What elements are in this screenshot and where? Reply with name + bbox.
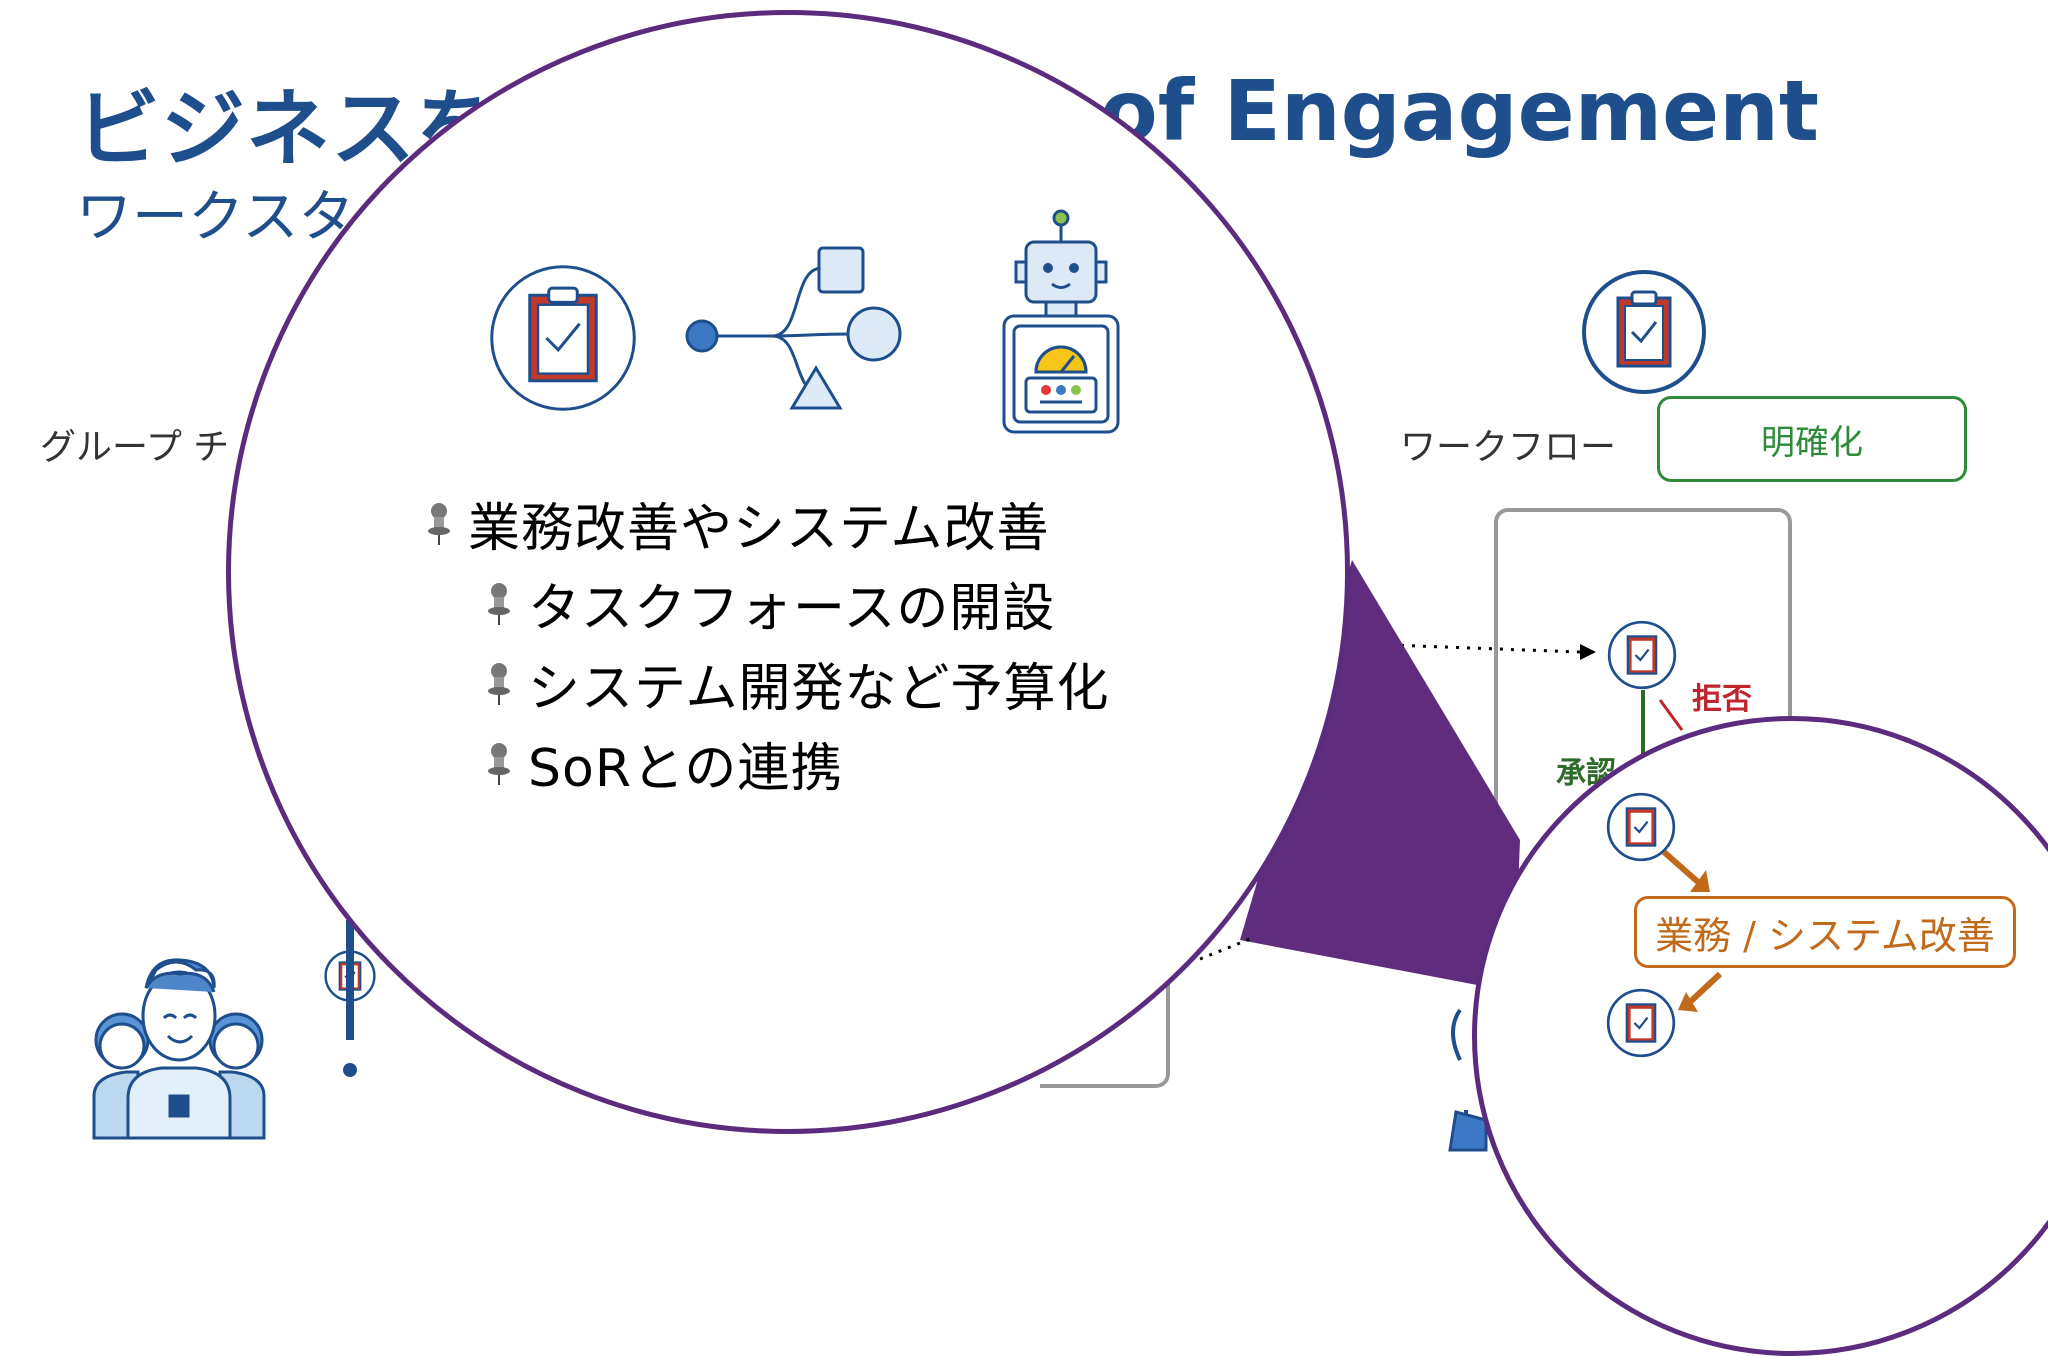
improve-badge: 業務 / システム改善 xyxy=(1634,896,2016,968)
zoom-lens-main xyxy=(226,10,1350,1134)
workflow-label: ワークフロー xyxy=(1400,427,1617,468)
pushpin-icon xyxy=(488,582,510,625)
workflow-branch-icon xyxy=(685,246,902,410)
bullet-text: 業務改善やシステム改善 xyxy=(468,499,1050,559)
reject-label: 拒否 xyxy=(1692,682,1752,717)
clipboard-check-icon xyxy=(1582,270,1706,394)
slide-title-right: of Engagement xyxy=(1100,62,1820,160)
pushpin-icon xyxy=(428,502,450,545)
group-label: グループ チ xyxy=(40,427,230,468)
clipboard-check-icon xyxy=(490,265,636,411)
robot-icon xyxy=(1002,209,1120,434)
arrow-down-right-icon xyxy=(1662,849,1710,892)
team-people-icon xyxy=(92,958,266,1140)
clarify-badge: 明確化 xyxy=(1657,396,1967,482)
bullet-item: タスクフォースの開設 xyxy=(486,566,1055,641)
bullet-item: 業務改善やシステム改善 xyxy=(426,486,1049,561)
bullet-item: システム開発など予算化 xyxy=(486,646,1109,721)
clipboard-check-icon xyxy=(1606,792,1676,862)
bullet-item: SoRとの連携 xyxy=(486,726,843,801)
pushpin-icon xyxy=(488,662,510,705)
clipboard-check-icon xyxy=(1606,988,1676,1058)
clipboard-check-icon xyxy=(1607,620,1677,690)
dotted-arrow xyxy=(1389,643,1596,660)
bullet-text: システム開発など予算化 xyxy=(528,659,1110,719)
bullet-text: SoRとの連携 xyxy=(528,739,844,799)
zoom-wedge xyxy=(1240,560,1520,992)
bullet-text: タスクフォースの開設 xyxy=(528,579,1056,639)
arrow-down-left-icon xyxy=(1678,971,1723,1012)
timeline-line xyxy=(343,920,357,1077)
slide-subtitle: ワークスタ xyxy=(76,185,355,250)
pushpin-icon xyxy=(488,742,510,785)
